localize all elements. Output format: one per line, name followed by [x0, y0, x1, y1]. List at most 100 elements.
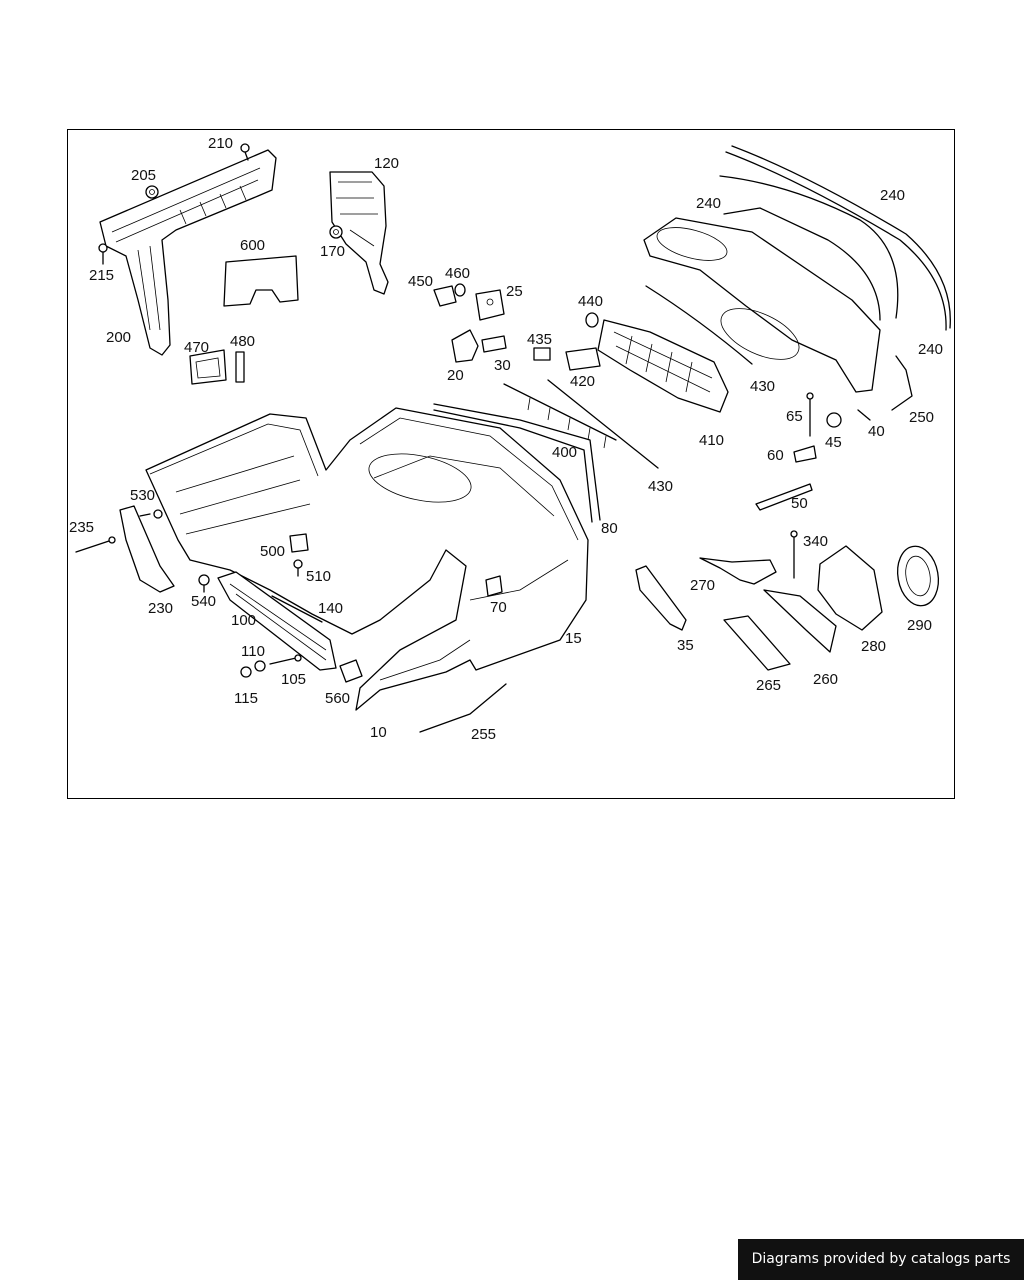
part-25-holder[interactable] — [475, 289, 505, 321]
part-70-sensor[interactable] — [485, 575, 503, 597]
part-20-holder[interactable] — [451, 329, 479, 363]
part-510-screw[interactable] — [293, 559, 303, 577]
part-240-trim-a[interactable] — [725, 145, 951, 331]
part-430-cable[interactable] — [645, 285, 753, 365]
callout-200: 200 — [106, 329, 131, 346]
part-60-clip[interactable] — [793, 445, 817, 463]
part-10-bumper-cover[interactable] — [145, 407, 589, 711]
part-230-bracket[interactable] — [119, 505, 175, 593]
part-540-screw[interactable] — [198, 574, 210, 593]
callout-240-trim-top: 240 — [880, 187, 905, 204]
part-30-clip[interactable] — [481, 335, 507, 353]
callout-230: 230 — [148, 600, 173, 617]
part-235-rivet[interactable] — [75, 536, 116, 553]
callout-240-diffuser: 240 — [696, 195, 721, 212]
callout-510: 510 — [306, 568, 331, 585]
callout-10: 10 — [370, 724, 387, 741]
part-210-screw[interactable] — [240, 143, 250, 161]
callout-65: 65 — [786, 408, 803, 425]
callout-25: 25 — [506, 283, 523, 300]
part-460-ring[interactable] — [454, 283, 466, 297]
part-410-reinforcement[interactable] — [597, 319, 729, 413]
callout-270: 270 — [690, 577, 715, 594]
callout-250: 250 — [909, 409, 934, 426]
callout-470: 470 — [184, 339, 209, 356]
callout-560: 560 — [325, 690, 350, 707]
callout-60: 60 — [767, 447, 784, 464]
part-290-ring[interactable] — [893, 543, 943, 609]
part-110-washer[interactable] — [254, 660, 266, 672]
callout-260: 260 — [813, 671, 838, 688]
callout-600: 600 — [240, 237, 265, 254]
part-170-clip[interactable] — [329, 225, 343, 239]
part-115-nut[interactable] — [240, 666, 252, 678]
part-440-ring[interactable] — [585, 312, 599, 328]
callout-255: 255 — [471, 726, 496, 743]
callout-80: 80 — [601, 520, 618, 537]
callout-100: 100 — [231, 612, 256, 629]
part-80-trim[interactable] — [433, 403, 601, 523]
part-420-module[interactable] — [565, 347, 601, 371]
callout-50: 50 — [791, 495, 808, 512]
callout-340: 340 — [803, 533, 828, 550]
part-480-strip[interactable] — [235, 351, 245, 383]
part-240-trim-c[interactable] — [723, 207, 881, 321]
part-105-bolt[interactable] — [269, 654, 302, 665]
callout-430-upper: 430 — [750, 378, 775, 395]
part-50-bracket[interactable] — [755, 483, 813, 511]
part-400-harness[interactable] — [503, 379, 659, 469]
part-240-trim-b[interactable] — [719, 175, 899, 319]
part-270-bracket[interactable] — [699, 557, 777, 585]
callout-15: 15 — [565, 630, 582, 647]
part-205-clip[interactable] — [145, 185, 159, 199]
callout-30: 30 — [494, 357, 511, 374]
part-280-housing[interactable] — [817, 545, 883, 631]
callout-110: 110 — [241, 643, 265, 660]
part-530-bolt[interactable] — [139, 509, 163, 519]
callout-420: 420 — [570, 373, 595, 390]
callout-440: 440 — [578, 293, 603, 310]
part-340-pin[interactable] — [790, 530, 798, 579]
part-250-strip[interactable] — [891, 355, 913, 411]
callout-115: 115 — [234, 690, 258, 707]
part-450-sensor[interactable] — [433, 285, 457, 307]
part-140-strip[interactable] — [271, 595, 323, 623]
callout-140: 140 — [318, 600, 343, 617]
callout-500: 500 — [260, 543, 285, 560]
part-40-strip[interactable] — [857, 409, 871, 421]
callout-280: 280 — [861, 638, 886, 655]
callout-460: 460 — [445, 265, 470, 282]
callout-215: 215 — [89, 267, 114, 284]
diagram-frame — [67, 129, 955, 799]
part-35-bracket[interactable] — [635, 565, 687, 631]
callout-120: 120 — [374, 155, 399, 172]
part-200-bracket[interactable] — [99, 149, 277, 356]
callout-290: 290 — [907, 617, 932, 634]
part-65-pin[interactable] — [806, 392, 814, 437]
callout-450: 450 — [408, 273, 433, 290]
part-500-nut[interactable] — [289, 533, 309, 553]
callout-265: 265 — [756, 677, 781, 694]
part-600-pad[interactable] — [223, 255, 299, 307]
callout-205: 205 — [131, 167, 156, 184]
callout-240-trim-right: 240 — [918, 341, 943, 358]
part-215-bolt[interactable] — [98, 243, 108, 265]
callout-210: 210 — [208, 135, 233, 152]
callout-480: 480 — [230, 333, 255, 350]
callout-540: 540 — [191, 593, 216, 610]
part-470-cover[interactable] — [189, 349, 227, 385]
part-435-connector[interactable] — [533, 347, 551, 361]
part-260-bracket[interactable] — [763, 589, 837, 653]
part-45-clip[interactable] — [826, 412, 842, 428]
part-100-grille[interactable] — [217, 571, 337, 671]
part-255-strip[interactable] — [419, 683, 507, 733]
part-265-cover[interactable] — [723, 615, 791, 671]
part-240-diffuser[interactable] — [643, 217, 881, 393]
callout-labels: 210 205 215 200 120 170 600 470 480 450 … — [69, 135, 943, 743]
callout-70: 70 — [490, 599, 507, 616]
part-120-bracket[interactable] — [329, 171, 389, 295]
part-560-clip[interactable] — [339, 659, 363, 683]
callout-170: 170 — [320, 243, 345, 260]
callout-40: 40 — [868, 423, 885, 440]
